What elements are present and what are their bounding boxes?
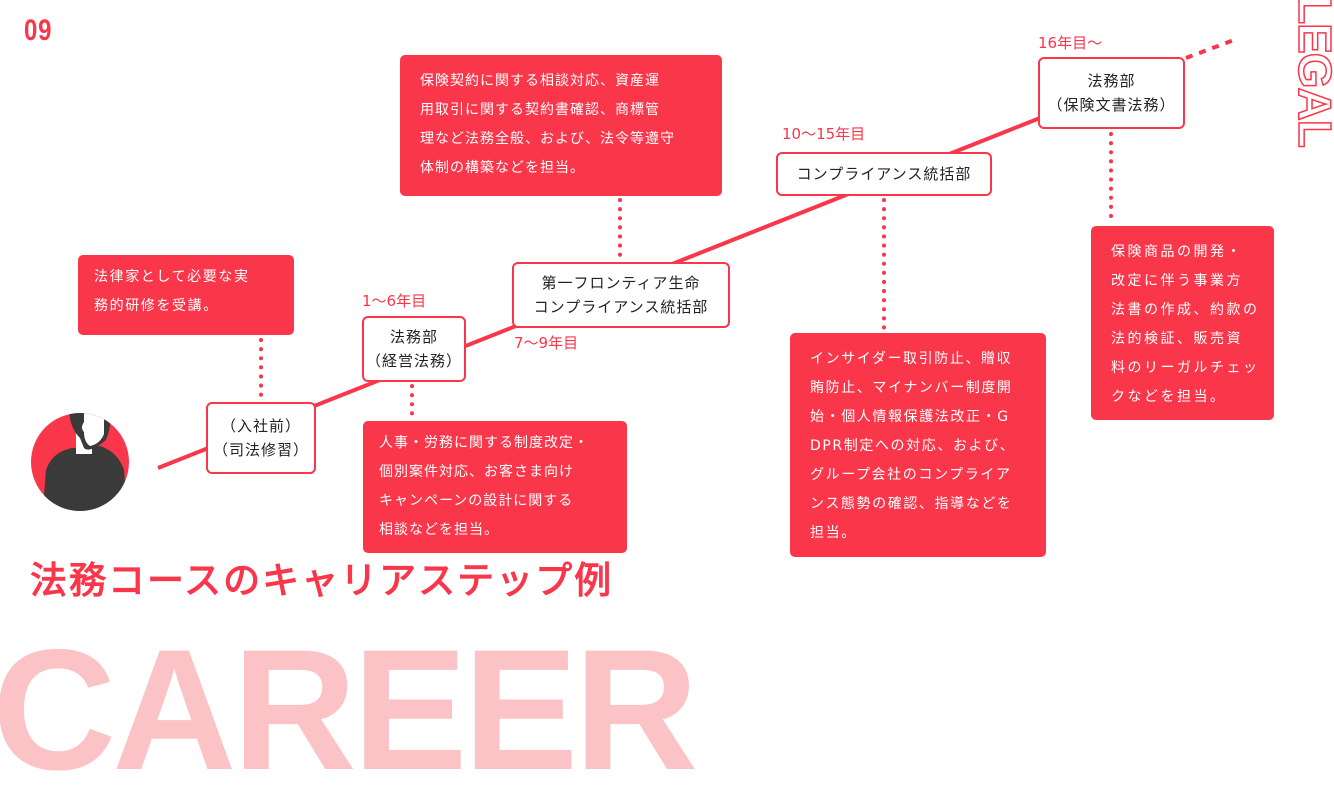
note-line: 始・個人情報保護法改正・G — [810, 409, 1010, 425]
step-label: 法務部 — [1087, 72, 1136, 90]
year-label: 16年目〜 — [1038, 34, 1103, 52]
future-dotted-line — [1185, 38, 1235, 60]
step-note: 保険契約に関する相談対応、資産運 用取引に関する契約書確認、商標管 理など法務全… — [400, 55, 722, 196]
step-label: （経営法務） — [365, 352, 462, 370]
step-note: 保険商品の開発・ 改定に伴う事業方 法書の作成、約款の 法的検証、販売資 料のリ… — [1091, 226, 1274, 420]
note-line: 料のリーガルチェッ — [1111, 360, 1260, 376]
step-note: 法律家として必要な実 務的研修を受講。 — [78, 255, 294, 335]
step-node-legal-management: 法務部 （経営法務） — [362, 316, 466, 382]
side-label: LEGAL — [1288, 0, 1334, 148]
step-note: 人事・労務に関する制度改定・ 個別案件対応、お客さま向け キャンペーンの設計に関… — [363, 421, 627, 553]
note-line: 人事・労務に関する制度改定・ — [379, 435, 589, 451]
year-label: 10〜15年目 — [782, 125, 866, 143]
note-line: 保険商品の開発・ — [1111, 244, 1243, 260]
note-line: 担当。 — [810, 525, 857, 541]
step-label: 法務部 — [389, 328, 438, 346]
step-node-frontier-compliance: 第一フロンティア生命 コンプライアンス統括部 — [512, 262, 730, 328]
note-line: 理など法務全般、および、法令等遵守 — [420, 131, 675, 147]
step-label: （司法修習） — [212, 441, 309, 459]
note-line: 法書の作成、約款の — [1111, 302, 1260, 318]
note-line: クなどを担当。 — [1111, 389, 1227, 405]
step-note: インサイダー取引防止、贈収 賄防止、マイナンバー制度開 始・個人情報保護法改正・… — [790, 333, 1046, 557]
background-word: CAREER — [0, 614, 698, 806]
person-avatar-icon — [31, 413, 129, 511]
note-line: 体制の構築などを担当。 — [420, 160, 585, 176]
note-line: 用取引に関する契約書確認、商標管 — [420, 102, 660, 118]
note-line: ンス態勢の確認、指導などを — [810, 496, 1013, 512]
step-node-pre-entry: （入社前） （司法修習） — [206, 402, 316, 474]
note-line: DPR制定への対応、および、 — [810, 438, 1016, 454]
year-label: 7〜9年目 — [514, 334, 579, 352]
step-node-insurance-docs: 法務部 （保険文書法務） — [1038, 57, 1185, 129]
note-line: 個別案件対応、お客さま向け — [379, 464, 574, 480]
step-label: （入社前） — [220, 417, 301, 435]
year-label: 1〜6年目 — [362, 292, 427, 310]
note-line: 務的研修を受講。 — [94, 298, 219, 314]
note-line: 法的検証、販売資 — [1111, 331, 1243, 347]
page-number: 09 — [24, 14, 53, 47]
note-line: 賄防止、マイナンバー制度開 — [810, 380, 1013, 396]
note-line: 相談などを担当。 — [379, 522, 499, 538]
page-title: 法務コースのキャリアステップ例 — [30, 559, 614, 602]
step-label: コンプライアンス統括部 — [796, 165, 972, 183]
step-node-compliance: コンプライアンス統括部 — [776, 152, 992, 196]
note-line: 保険契約に関する相談対応、資産運 — [420, 73, 660, 89]
note-line: キャンペーンの設計に関する — [379, 493, 574, 509]
step-label: 第一フロンティア生命 — [541, 274, 701, 292]
note-line: 改定に伴う事業方 — [1111, 273, 1243, 289]
note-line: グループ会社のコンプライア — [810, 467, 1012, 483]
step-label: コンプライアンス統括部 — [533, 298, 709, 316]
note-line: インサイダー取引防止、贈収 — [810, 351, 1013, 367]
note-line: 法律家として必要な実 — [94, 269, 250, 285]
step-label: （保険文書法務） — [1047, 96, 1176, 114]
